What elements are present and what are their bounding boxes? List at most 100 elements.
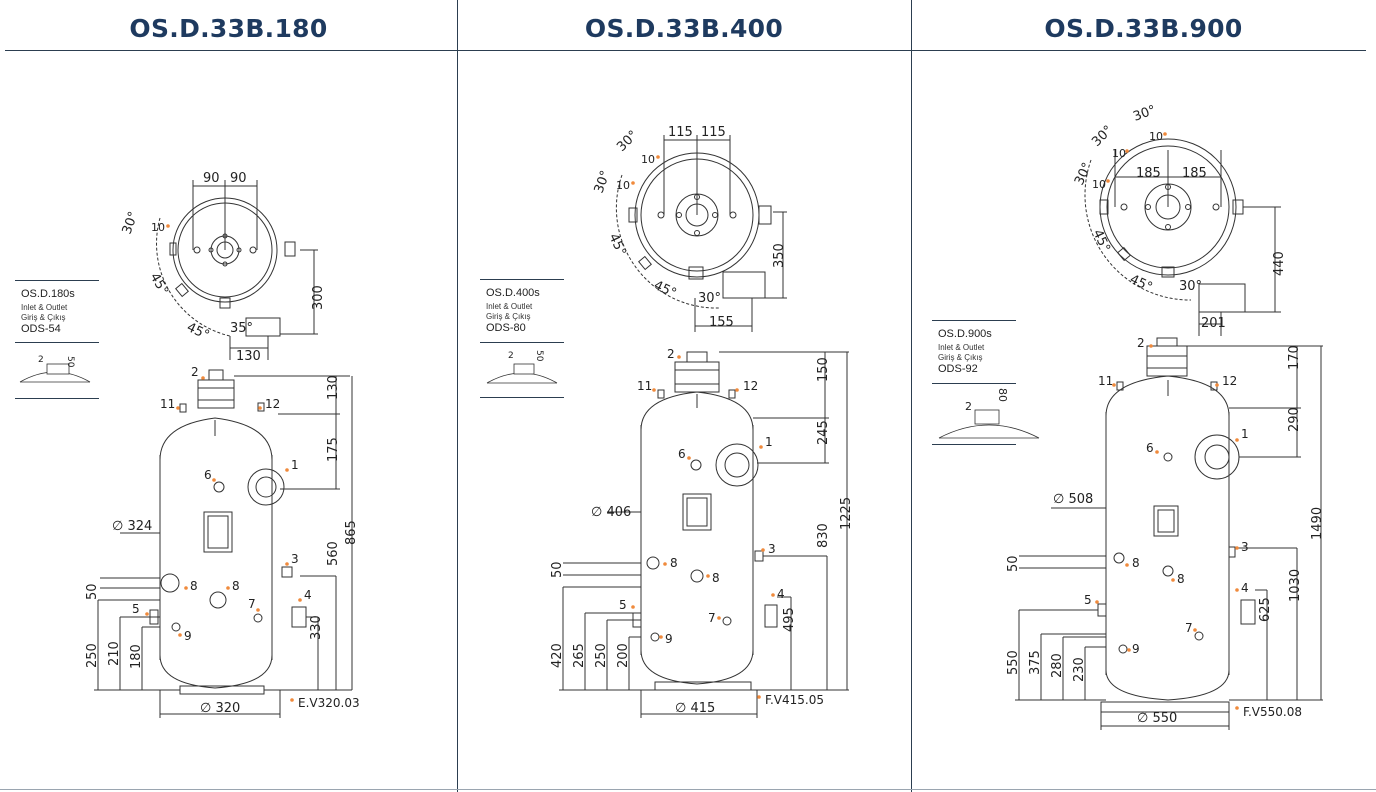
port-10b: 10 [616, 179, 630, 192]
angle-45b: 45° [1127, 272, 1154, 295]
port-dots [145, 376, 302, 637]
legend-mid-rule [932, 383, 1016, 384]
angle-45a: 45° [1089, 227, 1112, 254]
port-label: 1 [1241, 427, 1249, 441]
legend-dim: 50 [534, 350, 544, 362]
angle-35: 35° [230, 321, 253, 336]
dim-175: 175 [326, 437, 341, 462]
legend-dim: 50 [65, 356, 75, 368]
port-10: 10 [151, 221, 165, 234]
port-dots [1095, 344, 1239, 652]
dim-150: 150 [816, 357, 831, 382]
port-10a: 10 [641, 153, 655, 166]
angle-45a: 45° [147, 271, 172, 298]
dim-130-top: 130 [236, 349, 261, 364]
port-label: 4 [1241, 581, 1249, 595]
dim-375: 375 [1028, 650, 1043, 675]
port-label: 8 [1177, 572, 1185, 586]
legend-bottom-rule [932, 444, 1016, 445]
top-view [1084, 138, 1281, 336]
port-label: 6 [1146, 441, 1154, 455]
dim-50: 50 [550, 561, 565, 578]
shell-diameter: ∅ 324 [112, 519, 152, 534]
top-view [615, 135, 787, 332]
legend-code: OS.D.900s [938, 328, 992, 340]
port-label: 2 [191, 365, 199, 379]
port-label: 9 [665, 632, 673, 646]
legend-sketch [19, 363, 91, 383]
dim-330: 330 [309, 615, 324, 640]
dim-280: 280 [1050, 653, 1065, 678]
ref-dot [290, 698, 294, 702]
dim-265: 265 [572, 643, 587, 668]
dim-top-115b: 115 [701, 125, 726, 140]
legend-dim: 80 [996, 388, 1009, 402]
port-label: 5 [1084, 593, 1092, 607]
legend-line2: Giriş & Çıkış [21, 313, 66, 322]
side-view [559, 351, 849, 718]
port-label: 12 [743, 379, 758, 393]
port-label: 8 [232, 579, 240, 593]
dim-245: 245 [816, 420, 831, 445]
port-label: 2 [667, 347, 675, 361]
base-diameter: ∅ 550 [1137, 711, 1177, 726]
dim-440: 440 [1272, 251, 1287, 276]
diagram-180: 2 50 90 90 30° 45° 45° [19, 171, 360, 718]
angle-45b: 45° [184, 320, 211, 343]
port-label: 6 [204, 468, 212, 482]
model-title: OS.D.33B.180 [129, 14, 328, 43]
dim-625: 625 [1258, 597, 1273, 622]
diagram-400: 2 50 115 115 30° 30° 45° 45° 30° 10 1 [486, 125, 854, 718]
legend-line1: Inlet & Outlet [21, 303, 68, 312]
port-label: 11 [1098, 374, 1113, 388]
inlet-outlet-legend: OS.D.180s Inlet & Outlet Giriş & Çıkış O… [15, 280, 99, 400]
port-dot [1106, 179, 1110, 183]
dim-top-185b: 185 [1182, 166, 1207, 181]
dim-155: 155 [709, 315, 734, 330]
port-label: 11 [160, 397, 175, 411]
dim-1490: 1490 [1310, 507, 1325, 540]
legend-line1: Inlet & Outlet [486, 302, 533, 311]
legend-line2: Giriş & Çıkış [938, 353, 983, 362]
legend-mid-rule [15, 342, 99, 343]
title-rule [911, 50, 1366, 51]
port-label: 4 [777, 587, 785, 601]
model-title: OS.D.33B.400 [584, 14, 784, 43]
port-label: 7 [1185, 621, 1193, 635]
column-divider [457, 0, 458, 792]
legend-top-rule [480, 279, 564, 280]
dim-290: 290 [1287, 407, 1302, 432]
dim-495: 495 [782, 607, 797, 632]
dim-230: 230 [1072, 657, 1087, 682]
bottom-rule [0, 789, 1376, 790]
dim-300: 300 [311, 285, 326, 310]
dim-130: 130 [326, 375, 341, 400]
legend-code: OS.D.180s [21, 288, 75, 300]
title-rule [5, 50, 457, 51]
ref-dot [1235, 706, 1239, 710]
inlet-outlet-legend: OS.D.900s Inlet & Outlet Giriş & Çıkış O… [932, 320, 1016, 446]
dim-830: 830 [816, 523, 831, 548]
port-10b: 10 [1112, 147, 1126, 160]
legend-num: 2 [508, 351, 514, 361]
port-label: 8 [1132, 556, 1140, 570]
ref-code: E.V320.03 [298, 696, 360, 710]
inlet-outlet-legend: OS.D.400s Inlet & Outlet Giriş & Çıkış O… [480, 279, 564, 399]
port-label: 4 [304, 588, 312, 602]
title-rule [457, 50, 911, 51]
legend-line2: Giriş & Çıkış [486, 312, 531, 321]
dim-200: 200 [616, 643, 631, 668]
dim-560: 560 [326, 541, 341, 566]
port-label: 6 [678, 447, 686, 461]
top-view [156, 180, 318, 360]
port-label: 8 [190, 579, 198, 593]
model-column-900: OS.D.33B.900 OS.D.900s Inlet & Outlet Gi… [911, 0, 1376, 792]
legend-ods: ODS-80 [486, 322, 526, 334]
legend-top-rule [932, 320, 1016, 321]
legend-sketch [938, 409, 1040, 439]
legend-code: OS.D.400s [486, 287, 540, 299]
angle-30d: 30° [1179, 279, 1202, 294]
dim-180: 180 [129, 644, 144, 669]
angle-45a: 45° [605, 231, 628, 258]
legend-bottom-rule [480, 397, 564, 398]
